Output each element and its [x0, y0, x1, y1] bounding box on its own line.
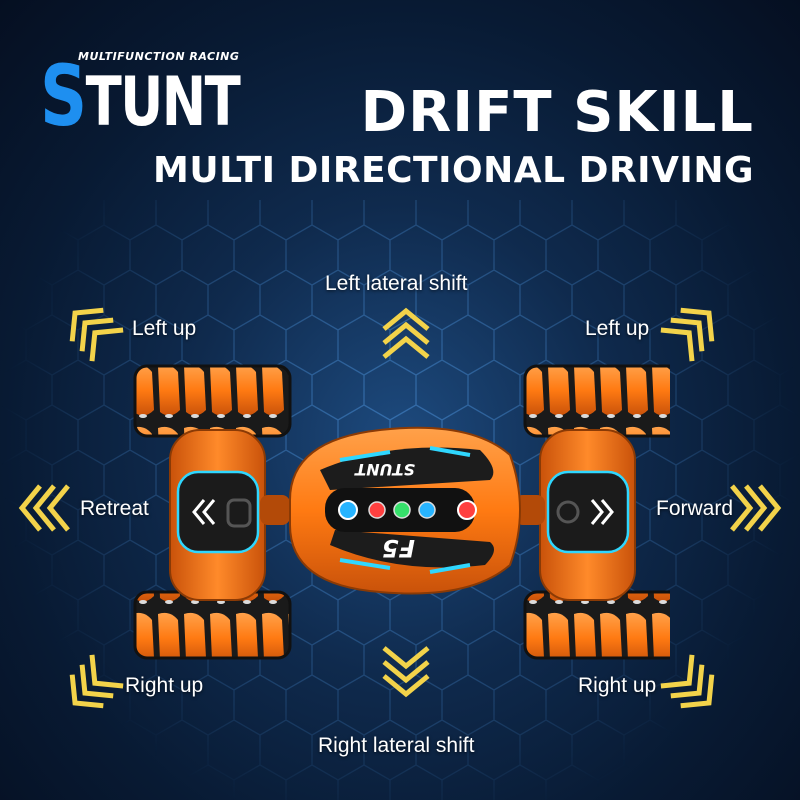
label-right-up-left: Right up — [125, 674, 204, 697]
label-left-up-right: Left up — [585, 317, 650, 340]
mecanum-wheel-rear-left — [133, 590, 292, 660]
headline-multi-directional: MULTI DIRECTIONAL DRIVING — [153, 150, 754, 191]
label-left-up-left: Left up — [132, 317, 197, 340]
car-model-text: F5 — [382, 534, 415, 562]
logo-title-rest: TUNT — [85, 63, 241, 142]
label-retreat: Retreat — [80, 497, 149, 520]
logo-title-s: S — [40, 47, 87, 145]
stunt-car-illustration: STUNT F5 — [133, 364, 670, 660]
chevron-arrow-icon — [376, 305, 436, 365]
label-forward: Forward — [656, 497, 734, 520]
stunt-logo: MULTIFUNCTION RACING STUNT — [40, 50, 241, 142]
logo-title: STUNT — [40, 54, 241, 143]
label-right-lateral-shift: Right lateral shift — [318, 734, 475, 757]
chevron-arrow-icon — [16, 478, 76, 538]
mecanum-wheel-front-right — [523, 364, 670, 438]
label-right-up-right: Right up — [578, 674, 657, 697]
chevron-arrow-icon — [62, 654, 124, 716]
chevron-arrow-icon — [660, 300, 722, 362]
car-brand-text: STUNT — [354, 460, 415, 479]
chevron-arrow-icon — [62, 300, 124, 362]
chevron-arrow-icon — [376, 640, 436, 700]
logo-subtitle: MULTIFUNCTION RACING — [78, 50, 240, 63]
mecanum-wheel-rear-right — [523, 590, 670, 660]
headline-drift-skill: DRIFT SKILL — [360, 80, 754, 145]
chevron-arrow-icon — [660, 654, 722, 716]
label-left-lateral-shift: Left lateral shift — [325, 272, 468, 295]
mecanum-wheel-front-left — [133, 364, 292, 438]
chevron-arrow-icon — [724, 478, 784, 538]
